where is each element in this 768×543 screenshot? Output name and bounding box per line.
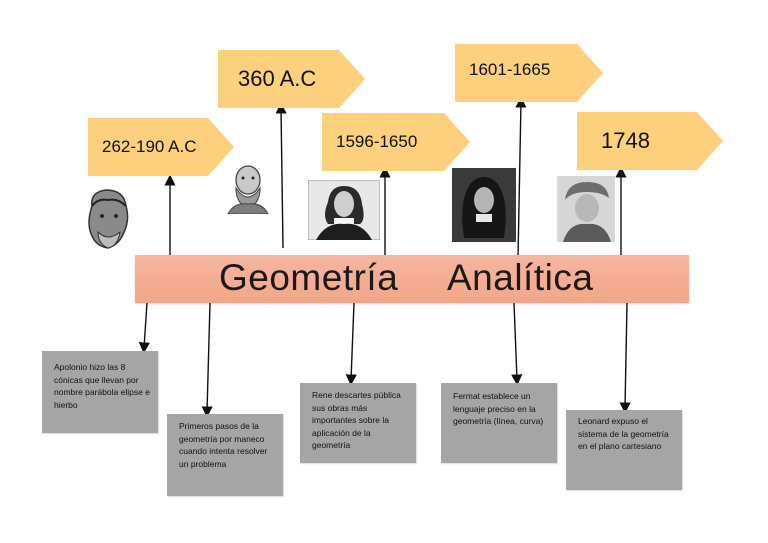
arrow-down-5 bbox=[619, 302, 631, 414]
fermat-portrait-image bbox=[452, 168, 516, 242]
note-text: Primeros pasos de la geometría por manec… bbox=[179, 421, 268, 469]
band-title-word1: Geometría bbox=[219, 257, 399, 298]
arrow-up-2 bbox=[275, 102, 287, 249]
date-label: 1748 bbox=[601, 128, 650, 153]
note-box-1: Apolonio hizo las 8 cónicas que llevan p… bbox=[42, 351, 158, 433]
date-tag-3: 1596-1650 bbox=[322, 113, 470, 171]
arrow-down-2 bbox=[201, 302, 213, 418]
date-label: 360 A.C bbox=[238, 66, 317, 91]
arrow-down-4 bbox=[511, 302, 523, 386]
note-box-2: Primeros pasos de la geometría por manec… bbox=[167, 414, 283, 496]
date-tag-2: 360 A.C bbox=[218, 50, 365, 108]
date-label: 1601-1665 bbox=[469, 60, 551, 79]
note-text: Rene descartes pública sus obras más imp… bbox=[312, 390, 401, 450]
date-label: 1596-1650 bbox=[336, 132, 418, 151]
note-box-3: Rene descartes pública sus obras más imp… bbox=[300, 383, 416, 463]
note-text: Fermat establece un lenguaje preciso en … bbox=[453, 391, 544, 426]
date-tag-1: 262-190 A.C bbox=[88, 118, 234, 176]
arrow-down-3 bbox=[345, 302, 357, 386]
date-label: 262-190 A.C bbox=[102, 137, 197, 156]
arrow-down-1 bbox=[138, 302, 150, 354]
apolonio-portrait-image bbox=[78, 186, 136, 254]
date-tag-5: 1748 bbox=[577, 112, 723, 170]
note-box-5: Leonard expuso el sistema de la geometrí… bbox=[566, 410, 682, 490]
note-text: Leonard expuso el sistema de la geometrí… bbox=[578, 416, 669, 451]
maneco-portrait-image bbox=[222, 160, 274, 214]
note-box-4: Fermat establece un lenguaje preciso en … bbox=[441, 383, 557, 463]
band-title-word2: Analítica bbox=[447, 257, 594, 298]
leonhard-euler-portrait-image bbox=[557, 176, 615, 242]
arrow-up-4 bbox=[515, 96, 527, 258]
descartes-portrait-image bbox=[308, 180, 380, 240]
note-text: Apolonio hizo las 8 cónicas que llevan p… bbox=[54, 362, 150, 410]
timeline-band: Geometría Analítica bbox=[135, 255, 689, 303]
date-tag-4: 1601-1665 bbox=[455, 44, 603, 102]
